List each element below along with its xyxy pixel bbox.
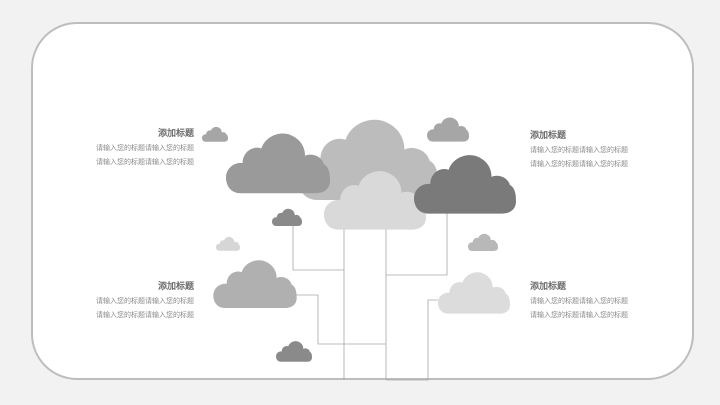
block-title: 添加标题: [157, 129, 194, 139]
cloud-top-left: [226, 133, 330, 194]
block-title: 添加标题: [530, 131, 567, 141]
block-line: 请输入您的标题请输入您的标题: [530, 146, 628, 154]
text-block-bottom-left: 添加标题 请输入您的标题请输入您的标题 请输入您的标题请输入您的标题: [24, 280, 194, 322]
block-line: 请输入您的标题请输入您的标题: [96, 144, 194, 152]
connector-6: [386, 299, 438, 381]
text-block-bottom-right: 添加标题 请输入您的标题请输入您的标题 请输入您的标题请输入您的标题: [530, 280, 700, 322]
connector-2: [296, 294, 386, 345]
cloud-small-3: [272, 208, 302, 226]
cloud-small-5: [468, 233, 498, 251]
block-title: 添加标题: [157, 282, 194, 292]
connector-5: [386, 212, 448, 276]
block-line: 请输入您的标题请输入您的标题: [96, 158, 194, 166]
connector-lines: [292, 212, 448, 381]
block-line: 请输入您的标题请输入您的标题: [530, 160, 628, 168]
block-line: 请输入您的标题请输入您的标题: [96, 311, 194, 319]
cloud-small-6: [276, 341, 312, 362]
clouds: [202, 117, 516, 362]
cloud-small-4: [216, 236, 240, 251]
text-block-top-left: 添加标题 请输入您的标题请输入您的标题 请输入您的标题请输入您的标题: [24, 127, 194, 169]
block-line: 请输入您的标题请输入您的标题: [96, 297, 194, 305]
cloud-bottom-right: [438, 272, 510, 314]
block-line: 请输入您的标题请输入您的标题: [530, 311, 628, 319]
cloud-small-2: [427, 117, 469, 142]
cloud-bottom-left: [213, 260, 297, 308]
cloud-small-1: [202, 126, 228, 142]
block-line: 请输入您的标题请输入您的标题: [530, 297, 628, 305]
text-block-top-right: 添加标题 请输入您的标题请输入您的标题 请输入您的标题请输入您的标题: [530, 129, 700, 171]
connector-1: [292, 222, 344, 271]
block-title: 添加标题: [530, 282, 567, 292]
